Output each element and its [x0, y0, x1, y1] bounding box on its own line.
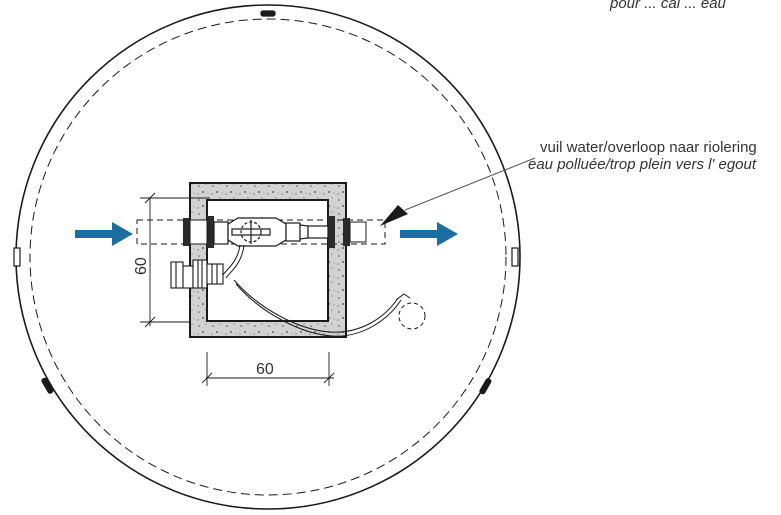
flow-out-arrow [400, 222, 458, 246]
dimension-vertical-label: 60 [133, 257, 150, 275]
concrete-box [189, 182, 347, 338]
float-switch [170, 259, 224, 289]
valve-assembly [213, 217, 329, 247]
callout-pointer [380, 205, 408, 226]
lid-notches [13, 10, 519, 395]
float-dashed-circle [398, 302, 426, 330]
pipe-connector-left [183, 216, 214, 248]
cables [222, 244, 411, 337]
pipe-connector-right [328, 216, 367, 248]
callout-text-dutch: vuil water/overloop naar riolering [540, 139, 757, 156]
top-right-annotation: pour ... cal ... eau [609, 0, 727, 12]
inner-dashed-circle [29, 18, 507, 496]
flow-in-arrow [75, 222, 133, 246]
outer-chamber-circle [15, 4, 521, 510]
callout-leader [404, 157, 536, 211]
callout-text-french: eau polluée/trop plein vers l' egout [528, 156, 757, 173]
dimension-horizontal [201, 352, 335, 386]
dimension-horizontal-label: 60 [256, 361, 274, 378]
dimension-vertical [140, 192, 210, 328]
